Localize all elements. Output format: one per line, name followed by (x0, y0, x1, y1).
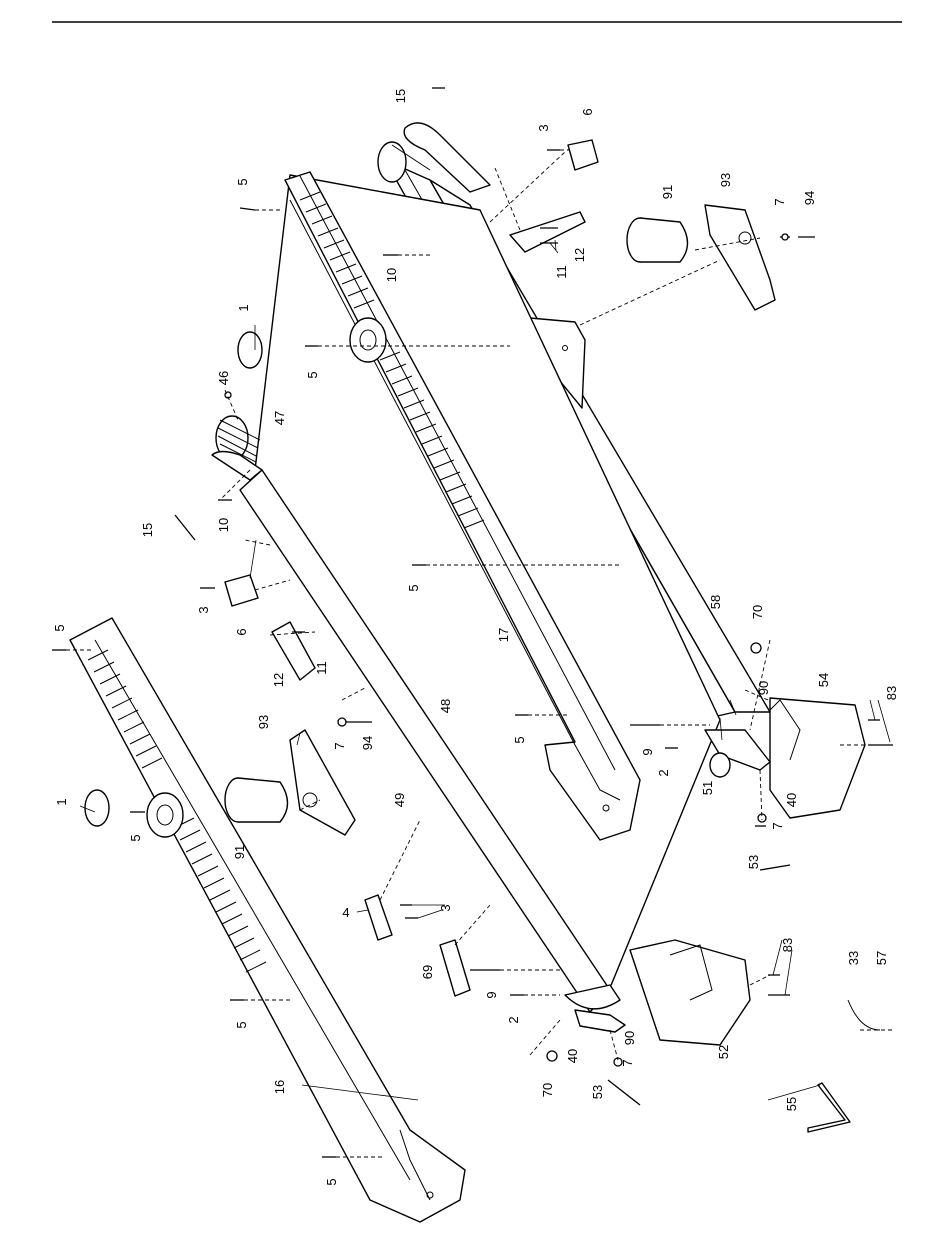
callout-70-right: 70 (750, 605, 765, 619)
end-cap-1-right (238, 332, 262, 368)
hex-key-55 (808, 1083, 850, 1132)
callout-91-right: 91 (660, 185, 675, 199)
callout-6-top: 6 (580, 108, 595, 115)
callout-7-right: 7 (770, 822, 785, 829)
callout-3-top: 3 (536, 124, 551, 131)
callout-90-left: 90 (622, 1031, 637, 1045)
block-6-right (568, 140, 598, 170)
callout-5-f: 5 (128, 834, 143, 841)
callout-7-mid: 7 (332, 742, 347, 749)
callout-46: 46 (216, 371, 231, 385)
callout-94-top: 94 (802, 191, 817, 205)
callout-12-left: 12 (271, 673, 286, 687)
callout-9-right: 9 (640, 748, 655, 755)
bracket-93-right (705, 205, 775, 310)
callout-93-left: 93 (256, 715, 271, 729)
callout-6-left: 6 (234, 628, 249, 635)
end-cap-1-left (85, 790, 109, 826)
callout-70-left: 70 (540, 1083, 555, 1097)
callout-49: 49 (392, 793, 407, 807)
block-6-left (225, 575, 258, 606)
callout-10-top: 10 (384, 268, 399, 282)
callout-53-right: 53 (746, 855, 761, 869)
callout-47: 47 (272, 411, 287, 425)
callout-11-left: 11 (314, 661, 329, 675)
angle-bracket-12-left (272, 622, 315, 680)
callout-40-right: 40 (784, 793, 799, 807)
callout-5-d: 5 (52, 624, 67, 631)
foot-cover-52 (630, 940, 750, 1045)
callout-5-b: 5 (305, 371, 320, 378)
callout-15-left: 15 (140, 523, 155, 537)
callout-2-right: 2 (656, 769, 671, 776)
wire-33-57 (848, 1000, 880, 1030)
callout-5-e: 5 (512, 736, 527, 743)
callout-93-right: 93 (718, 173, 733, 187)
callout-1-right: 1 (236, 304, 251, 311)
callout-15-top: 15 (393, 89, 408, 103)
callout-83-left: 83 (780, 938, 795, 952)
callout-57: 57 (874, 951, 889, 965)
callout-17: 17 (496, 628, 511, 642)
callout-48: 48 (438, 699, 453, 713)
callout-5-g: 5 (234, 1021, 249, 1028)
callout-90-right: 90 (756, 681, 771, 695)
callout-94-mid: 94 (360, 736, 375, 750)
label-69 (440, 940, 470, 996)
front-roller-47 (212, 416, 262, 480)
callout-33: 33 (846, 951, 861, 965)
callout-53-left: 53 (590, 1085, 605, 1099)
callout-52: 52 (716, 1045, 731, 1059)
callout-16: 16 (272, 1080, 287, 1094)
callout-54: 54 (816, 673, 831, 687)
callout-3-mid: 3 (196, 606, 211, 613)
callout-4: 4 (342, 905, 349, 920)
callout-11-right: 11 (554, 265, 569, 279)
callout-55: 55 (784, 1097, 799, 1111)
foot-bracket-90-left (575, 1010, 625, 1032)
callout-9-left: 9 (484, 991, 499, 998)
callout-51: 51 (700, 781, 715, 795)
callout-40-left: 40 (565, 1049, 580, 1063)
callout-7-low: 7 (620, 1059, 635, 1066)
callout-69: 69 (420, 965, 435, 979)
roller-91-left (225, 778, 288, 822)
angle-bracket-12-right (510, 212, 585, 252)
pad-4 (365, 895, 392, 940)
callout-10-left: 10 (216, 518, 231, 532)
callout-83-right: 83 (884, 686, 899, 700)
callout-5-h: 5 (324, 1178, 339, 1185)
callout-5-a: 5 (235, 178, 250, 185)
callout-2-left: 2 (506, 1016, 521, 1023)
callout-7-top: 7 (772, 198, 787, 205)
callout-1-left: 1 (54, 798, 69, 805)
callout-58: 58 (708, 595, 723, 609)
callout-91-left: 91 (232, 845, 247, 859)
callout-5-c: 5 (406, 584, 421, 591)
callout-12-right: 12 (572, 248, 587, 262)
roller-91-right (627, 218, 688, 262)
foot-bracket-90-right (705, 730, 770, 777)
